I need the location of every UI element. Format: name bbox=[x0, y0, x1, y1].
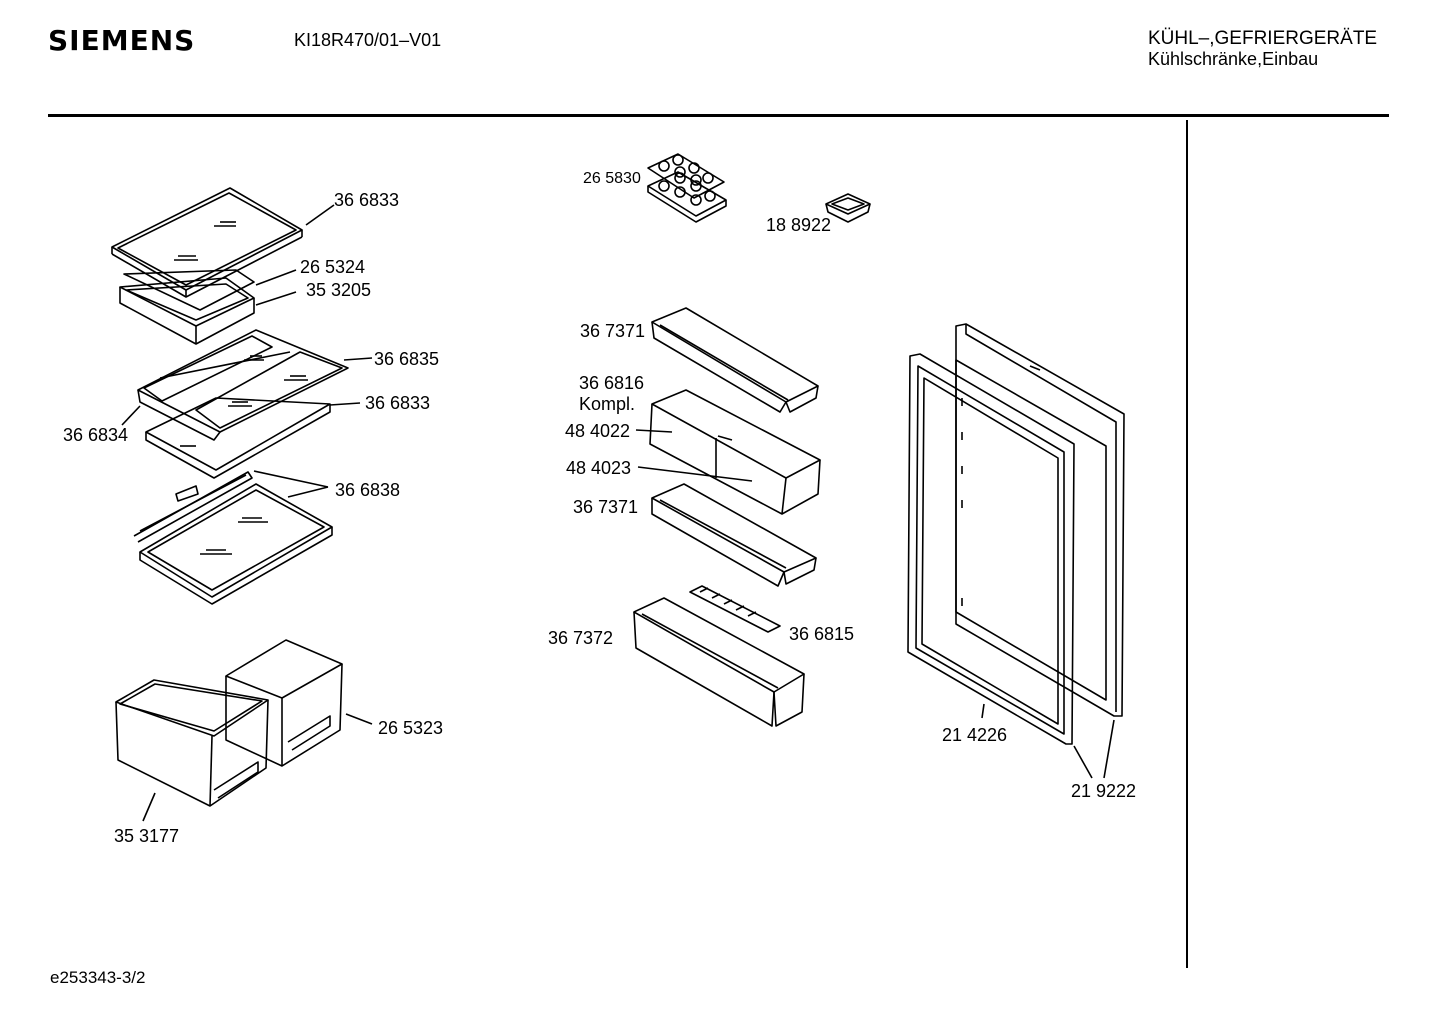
part-label-26-5323: 26 5323 bbox=[378, 718, 444, 738]
part-label-48-4022: 48 4022 bbox=[565, 421, 631, 441]
part-label-36-6833-top: 36 6833 bbox=[334, 190, 400, 210]
part-label-21-4226: 21 4226 bbox=[942, 725, 1008, 745]
door-panel bbox=[955, 323, 1125, 717]
brand-logo: SIEMENS bbox=[48, 24, 196, 57]
side-divider bbox=[1186, 120, 1188, 968]
door-gasket bbox=[907, 353, 1075, 745]
part-label-kompl: Kompl. bbox=[579, 394, 636, 414]
part-label-21-9222: 21 9222 bbox=[1071, 781, 1137, 801]
part-label-36-6833-middle: 36 6833 bbox=[365, 393, 431, 413]
header-divider bbox=[48, 114, 1389, 117]
bottle-rail-shelf bbox=[133, 471, 333, 605]
part-label-36-6835: 36 6835 bbox=[374, 349, 440, 369]
door-bin-top bbox=[651, 307, 819, 413]
part-label-36-6816: 36 6816 bbox=[579, 373, 645, 393]
part-label-26-5830: 26 5830 bbox=[583, 170, 641, 187]
shelf-tray bbox=[119, 269, 255, 345]
part-label-36-7371-lower: 36 7371 bbox=[573, 497, 639, 517]
model-number: KI18R470/01–V01 bbox=[294, 30, 442, 50]
butter-dish bbox=[825, 193, 871, 223]
part-label-36-6815: 36 6815 bbox=[789, 624, 855, 644]
bottle-bin bbox=[633, 597, 805, 727]
part-label-35-3177: 35 3177 bbox=[114, 826, 180, 846]
part-label-35-3205: 35 3205 bbox=[306, 280, 372, 300]
part-label-18-8922: 18 8922 bbox=[766, 215, 832, 235]
crisper-drawer-left bbox=[115, 679, 269, 807]
glass-shelf-top bbox=[111, 187, 303, 298]
crisper-drawer-right bbox=[225, 639, 343, 767]
category-subtitle: Kühlschränke,Einbau bbox=[1148, 49, 1319, 69]
category-title: KÜHL–,GEFRIERGERÄTE bbox=[1148, 28, 1378, 49]
split-shelf bbox=[137, 329, 349, 441]
door-bin-lidded bbox=[649, 389, 821, 515]
document-id: e253343-3/2 bbox=[50, 968, 146, 987]
part-label-36-7372: 36 7372 bbox=[548, 628, 614, 648]
part-label-36-6834: 36 6834 bbox=[63, 425, 129, 445]
door-bin-middle bbox=[651, 483, 817, 587]
part-label-36-6838: 36 6838 bbox=[335, 480, 401, 500]
part-label-26-5324: 26 5324 bbox=[300, 257, 366, 277]
egg-tray bbox=[647, 153, 727, 223]
glass-shelf-middle bbox=[145, 397, 331, 479]
part-label-48-4023: 48 4023 bbox=[566, 458, 632, 478]
bottle-retainer bbox=[689, 585, 781, 633]
part-label-36-7371-top: 36 7371 bbox=[580, 321, 646, 341]
